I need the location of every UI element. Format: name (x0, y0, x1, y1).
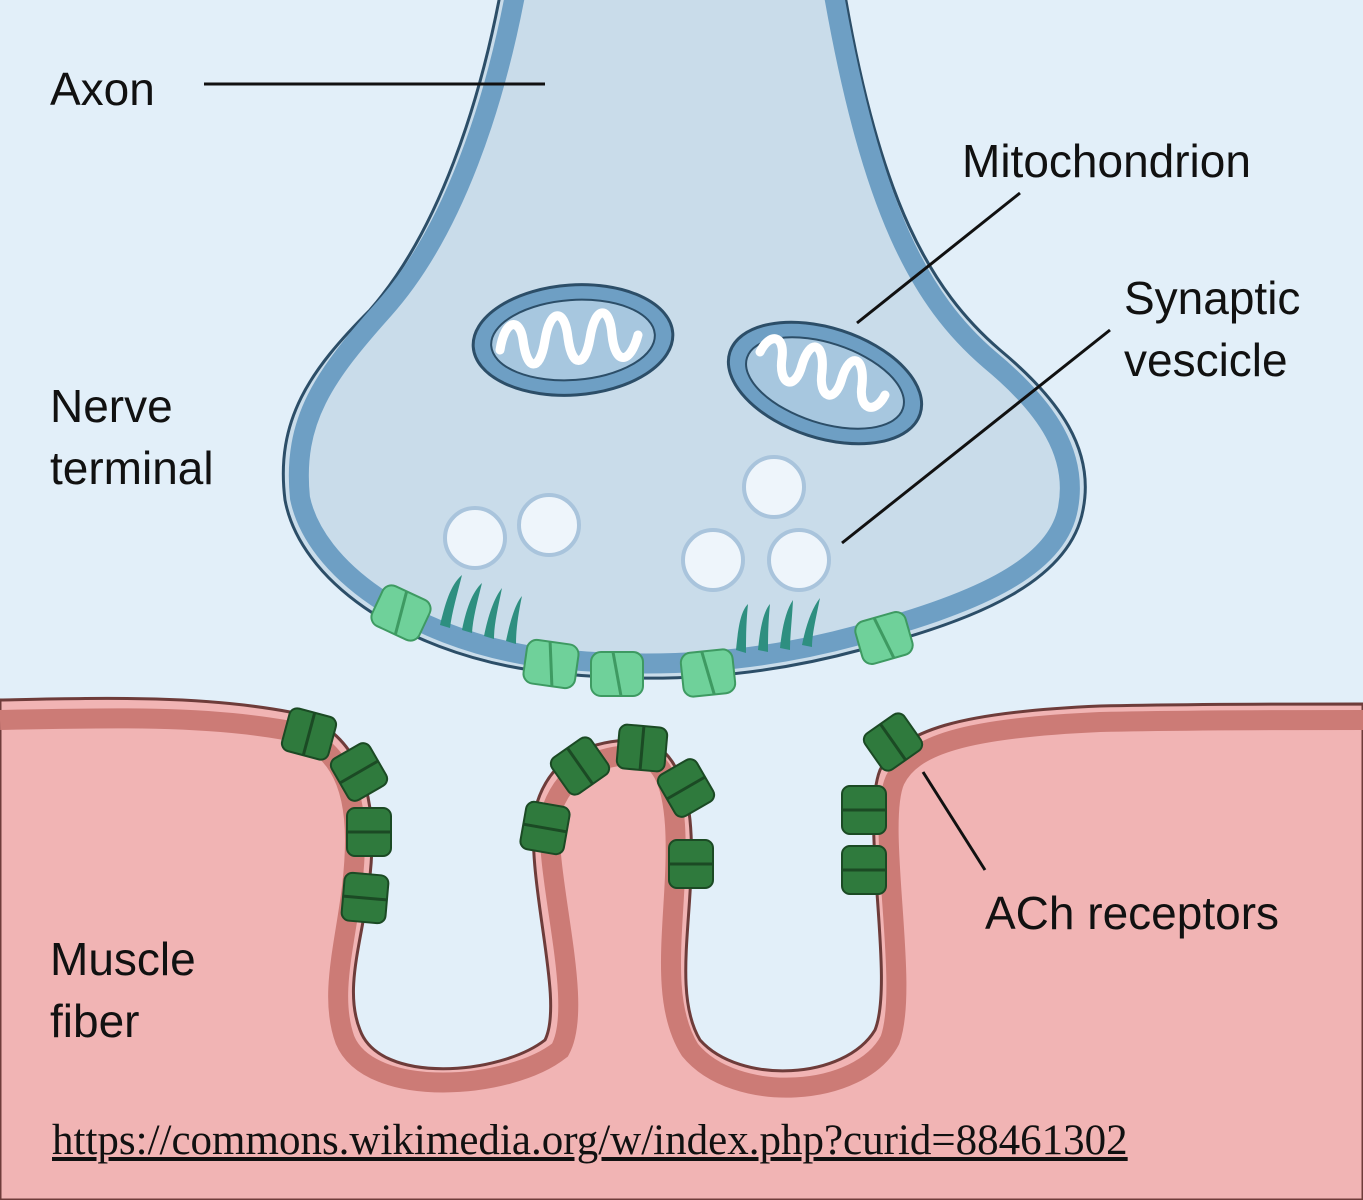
ach-receptor (615, 723, 669, 773)
ach-receptor (340, 871, 390, 925)
source-link[interactable]: https://commons.wikimedia.org/w/index.ph… (52, 1117, 1128, 1164)
vesicle (681, 528, 745, 592)
vesicle-leader-line (841, 328, 1111, 545)
release-channel (679, 648, 737, 698)
nerve-terminal-label: Nerve terminal (50, 375, 214, 499)
ach-receptor (841, 845, 887, 895)
muscle-fiber-label-line1: Muscle (50, 933, 196, 985)
ach-receptor (862, 712, 924, 772)
ach-receptor (668, 839, 714, 889)
ach-receptor (346, 807, 392, 857)
synaptic-vesicle-label-line1: Synaptic (1124, 272, 1301, 324)
vesicle (517, 493, 581, 557)
mitochondrion-label: Mitochondrion (962, 135, 1251, 187)
release-channels (370, 584, 914, 698)
vesicle (443, 506, 507, 570)
mitochondrion-leader-line (856, 191, 1021, 325)
release-channel (522, 638, 580, 690)
synaptic-vesicle-label: Synaptic vescicle (1124, 267, 1300, 391)
ach-receptors (280, 707, 924, 925)
nerve-terminal-label-line2: terminal (50, 442, 214, 494)
release-channel (590, 651, 644, 697)
synaptic-vesicle-label-line2: vescicle (1124, 334, 1288, 386)
vesicle (767, 528, 831, 592)
release-channel (854, 611, 914, 665)
ach-receptor (841, 785, 887, 835)
muscle-fiber-label-line2: fiber (50, 995, 140, 1047)
ach-receptor (656, 758, 716, 818)
nerve-terminal-label-line1: Nerve (50, 380, 173, 432)
ach-receptors-label: ACh receptors (985, 887, 1280, 939)
ach-receptor (329, 742, 389, 802)
docking-fibers-left (440, 575, 522, 644)
mitochondrion-left (471, 283, 675, 397)
synaptic-vesicles (443, 455, 831, 592)
ach-receptor-leader-line (921, 771, 987, 871)
ach-receptor (549, 736, 611, 796)
docking-fibers-right (736, 598, 820, 653)
axon-label: Axon (50, 63, 155, 115)
ach-receptor (280, 707, 338, 761)
muscle-fiber-label: Muscle fiber (50, 928, 196, 1052)
vesicle (742, 455, 806, 519)
mitochondrion-right (726, 320, 924, 446)
release-channel (370, 584, 432, 642)
leader-lines (204, 82, 1111, 871)
ach-receptor (519, 800, 571, 856)
